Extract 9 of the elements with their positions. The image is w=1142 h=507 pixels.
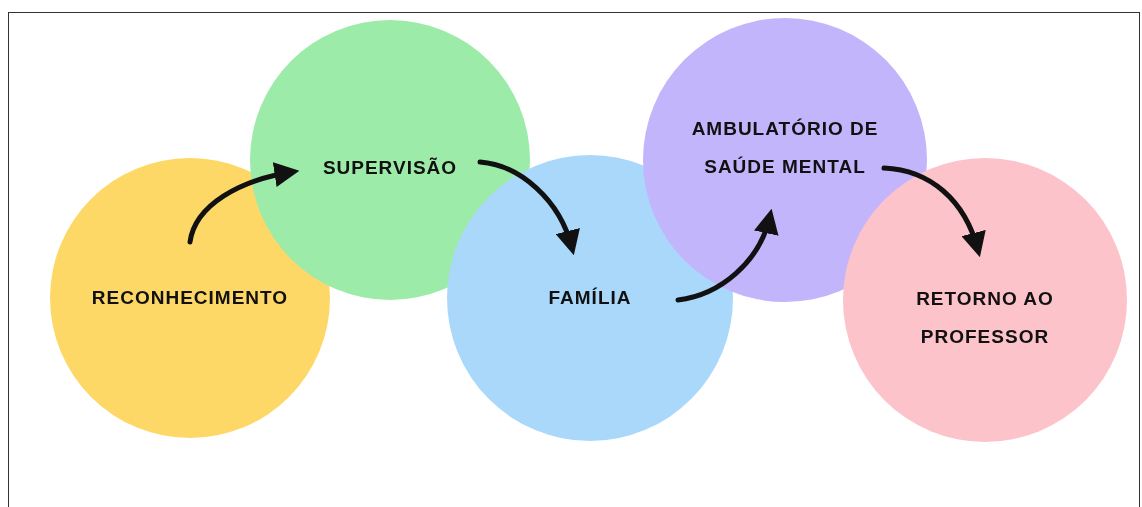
arrow [881,165,985,258]
node-label: SUPERVISÃO [321,156,459,180]
node-label: AMBULATÓRIO DE SAÚDE MENTAL [690,117,880,179]
arrow [675,208,778,303]
arrow [477,159,579,256]
node-label: RECONHECIMENTO [90,286,290,310]
node-label: FAMÍLIA [547,286,633,310]
arrow [187,162,300,245]
node-label: RETORNO AO PROFESSOR [915,287,1055,349]
